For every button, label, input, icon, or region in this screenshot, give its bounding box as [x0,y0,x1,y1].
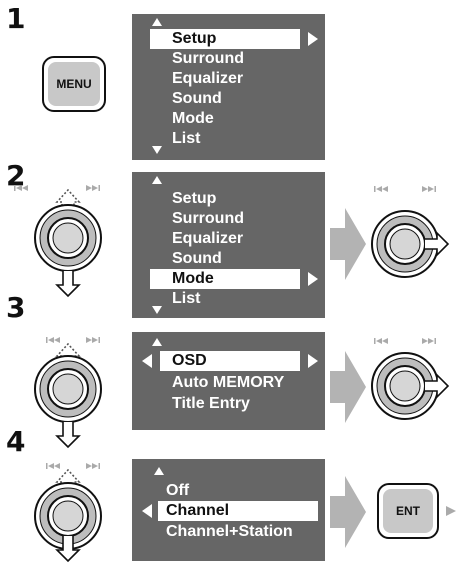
up-arrow-icon [152,176,162,184]
menu-button-label: MENU [48,62,100,106]
menu-item-sound[interactable]: Sound [172,90,222,107]
menu-panel-3: OSD Auto MEMORY Title Entry [132,332,325,430]
step-number-2: 2 [6,159,26,192]
control-dial-icon [371,338,449,420]
step-number-3: 3 [6,291,26,324]
menu-item-mode[interactable]: Mode [150,269,300,289]
menu-item-surround[interactable]: Surround [172,50,244,67]
control-dial-icon [371,186,449,278]
menu-panel-2: Setup Surround Equalizer Sound Mode List [132,172,325,318]
control-dial-icon [34,463,102,562]
menu-button[interactable]: MENU [42,56,106,112]
flow-arrow-icon [330,476,366,548]
up-arrow-icon [152,18,162,26]
menu-item-channel[interactable]: Channel [158,501,318,521]
menu-item-equalizer[interactable]: Equalizer [172,230,244,247]
right-arrow-icon [446,506,456,516]
menu-item-off[interactable]: Off [166,482,190,499]
down-arrow-icon [152,306,162,314]
menu-item-surround[interactable]: Surround [172,210,244,227]
menu-item-auto-memory[interactable]: Auto MEMORY [172,374,285,391]
control-dial-icon [14,185,102,297]
up-arrow-icon [152,338,162,346]
left-arrow-icon [142,504,152,518]
menu-item-list[interactable]: List [172,130,201,147]
right-arrow-icon [308,32,318,46]
enter-button-label: ENT [383,489,433,533]
flow-arrow-icon [330,208,366,280]
menu-item-channel-station[interactable]: Channel+Station [166,523,293,540]
left-arrow-icon [142,354,152,368]
menu-item-setup[interactable]: Setup [172,190,217,207]
menu-item-equalizer[interactable]: Equalizer [172,70,244,87]
enter-button[interactable]: ENT [377,483,439,539]
right-arrow-icon [308,272,318,286]
step-number-1: 1 [6,2,26,35]
menu-item-mode[interactable]: Mode [172,110,214,127]
control-dial-icon [34,337,102,448]
menu-item-osd[interactable]: OSD [160,351,300,371]
menu-item-list[interactable]: List [172,290,201,307]
down-arrow-icon [152,146,162,154]
menu-item-title-entry[interactable]: Title Entry [172,395,250,412]
step-number-4: 4 [6,425,26,458]
up-arrow-icon [154,467,164,475]
flow-arrow-icon [330,351,366,423]
right-arrow-icon [308,354,318,368]
menu-panel-1: Setup Surround Equalizer Sound Mode List [132,14,325,160]
menu-item-setup[interactable]: Setup [150,29,300,49]
menu-panel-4: Off Channel Channel+Station [132,459,325,561]
menu-item-sound[interactable]: Sound [172,250,222,267]
